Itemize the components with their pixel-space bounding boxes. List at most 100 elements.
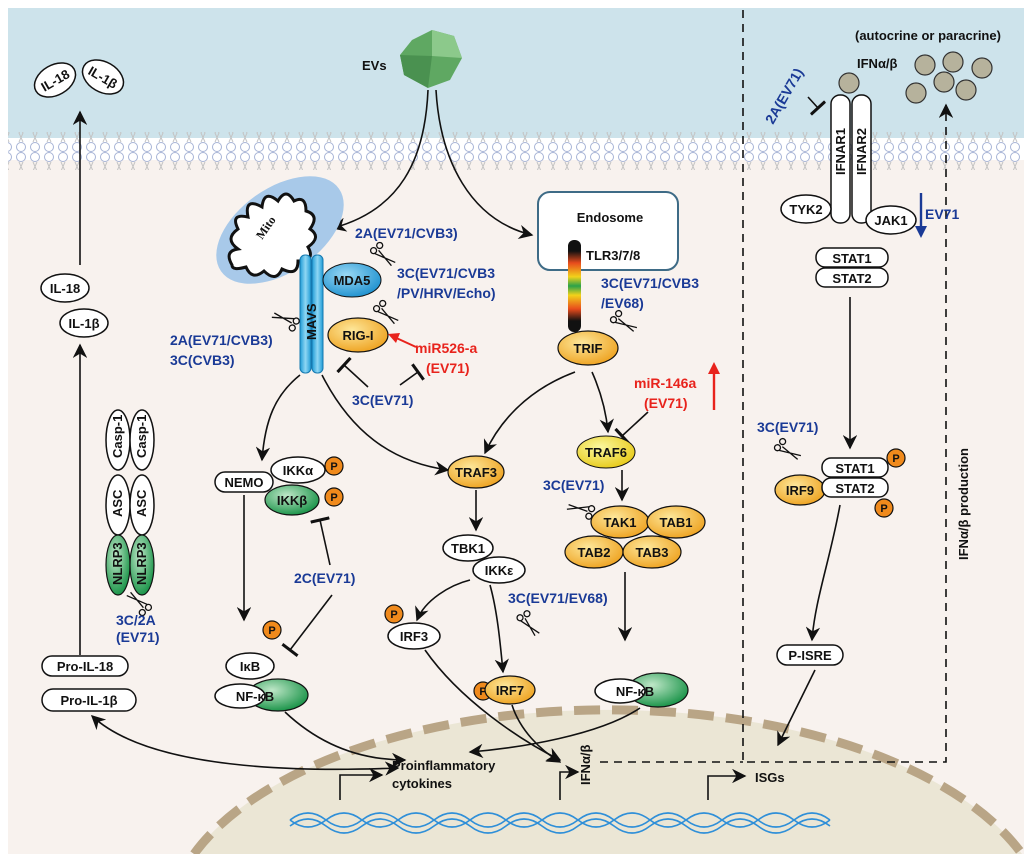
tak1-label: TAK1 xyxy=(604,515,637,530)
phospho-badge xyxy=(874,498,894,518)
ifn-molecules xyxy=(838,51,993,104)
endosome-label: Endosome xyxy=(577,210,643,225)
tab2-label: TAB2 xyxy=(578,545,611,560)
nemo-label: NEMO xyxy=(225,475,264,490)
ifnar-receptor: IFNAR1 IFNAR2 xyxy=(830,94,872,224)
nemo xyxy=(214,471,274,493)
isg-promoter-arrow xyxy=(707,768,747,800)
nfkb-left-label: NF-κB xyxy=(236,689,274,704)
trif-cleaver-label-1: 3C(EV71/CVB3 xyxy=(601,275,699,291)
ifn-promoter-arrow xyxy=(559,764,580,800)
3c-inhibits-rigi xyxy=(336,356,369,388)
ev71-downregulation-label: EV71 xyxy=(925,206,959,222)
cytokines-to-pro-il-arrow xyxy=(90,715,400,776)
ikk-alpha-label: IKKα xyxy=(283,463,313,478)
mir146a-virus-label: (EV71) xyxy=(644,395,688,411)
ifn-gene-label: IFNα/β xyxy=(578,744,593,785)
nlrp3-label: NLRP3 xyxy=(110,542,125,585)
pro-il18 xyxy=(41,655,129,677)
tlr-label: TLR3/7/8 xyxy=(586,248,640,263)
irf9-label: IRF9 xyxy=(786,483,814,498)
tbk1-to-irf3-arrow xyxy=(415,579,471,622)
nlrp3-cleaver-label-1: 3C/2A xyxy=(116,612,156,628)
cytokine-promoter-arrow xyxy=(339,767,384,800)
rig-i xyxy=(327,317,389,353)
tab1-label: TAB1 xyxy=(660,515,693,530)
irf3-label: IRF3 xyxy=(400,629,428,644)
scissors-icon xyxy=(126,241,802,636)
stat2-phosphorylated xyxy=(821,477,889,498)
asc-label: ASC xyxy=(134,489,149,517)
p-isre-label: P-ISRE xyxy=(788,648,832,663)
phospho-label: P xyxy=(880,503,887,515)
phospho-badge xyxy=(324,456,344,476)
traf6-label: TRAF6 xyxy=(585,445,627,460)
mir146a-label: miR-146a xyxy=(634,375,696,391)
stat2-label: STAT2 xyxy=(832,271,871,286)
irf7-label: IRF7 xyxy=(496,683,524,698)
nlrp3-inflammasome: Casp-1 Casp-1 ASC ASC NLRP3 NLRP3 xyxy=(105,409,155,596)
ikk-beta xyxy=(264,484,320,516)
phospho-label: P xyxy=(892,453,899,465)
traf3-label: TRAF3 xyxy=(455,465,497,480)
irf7-to-ifn-arrow xyxy=(511,704,562,763)
isre-to-isgs-arrow xyxy=(777,669,816,747)
mavs-to-nemo-arrow xyxy=(255,374,301,462)
tab1 xyxy=(646,505,706,539)
mitochondrion-cristae-icon xyxy=(227,192,317,278)
rigi-inhibitor-label: 3C(EV71) xyxy=(352,392,413,408)
phospho-label: P xyxy=(330,461,337,473)
traf6 xyxy=(576,435,636,469)
evs-label: EVs xyxy=(362,58,387,73)
trif xyxy=(557,330,619,366)
ikk-alpha xyxy=(270,456,326,484)
enterovirus-icon xyxy=(400,30,462,88)
tbk1-label: TBK1 xyxy=(451,541,485,556)
irf7-cleaver-label: 3C(EV71/EV68) xyxy=(508,590,608,606)
phospho-badge xyxy=(384,604,404,624)
il18-secreted xyxy=(33,62,77,98)
ev-to-endosome-arrow xyxy=(435,89,534,239)
ikk-beta-label: IKKβ xyxy=(277,493,307,508)
cytokines-label: cytokines xyxy=(392,776,452,791)
trif-label: TRIF xyxy=(574,341,603,356)
tab3 xyxy=(622,535,682,569)
ifn-production-label: IFNα/β production xyxy=(956,448,971,560)
tyk2 xyxy=(780,194,832,224)
phospho-label: P xyxy=(268,625,275,637)
mir526a-label: miR526-a xyxy=(415,340,477,356)
asc-label: ASC xyxy=(110,489,125,517)
mda5 xyxy=(322,262,382,298)
irf9-cleaver-label: 3C(EV71) xyxy=(757,419,818,435)
tbk1 xyxy=(442,534,494,562)
nlrp3-label: NLRP3 xyxy=(134,542,149,585)
casp1-label: Casp-1 xyxy=(110,415,125,458)
jak1-label: JAK1 xyxy=(874,213,907,228)
tlr-receptor xyxy=(568,240,581,332)
ifn-extracellular-label: IFNα/β xyxy=(857,56,898,71)
trif-cleaver-label-2: /EV68) xyxy=(601,295,644,311)
pro-il1b-label: Pro-IL-1β xyxy=(60,693,117,708)
pro-il18-label: Pro-IL-18 xyxy=(57,659,113,674)
autocrine-label: (autocrine or paracrine) xyxy=(855,28,1001,43)
trif-to-traf3-arrow xyxy=(483,371,576,455)
stat1-phosphorylated-label: STAT1 xyxy=(835,461,874,476)
stat1 xyxy=(815,247,889,268)
ikb xyxy=(225,652,275,680)
nfkb-right-subunit xyxy=(594,678,646,704)
rigi-cleaver-label-1: 3C(EV71/CVB3 xyxy=(397,265,495,281)
phospho-label: P xyxy=(330,492,337,504)
p-isre xyxy=(776,644,844,666)
nfkb-right-label: NF-κB xyxy=(616,684,654,699)
traf6-cleaver-label: 3C(EV71) xyxy=(543,477,604,493)
il1b-intracellular-label: IL-1β xyxy=(68,316,99,331)
mavs: MAVS xyxy=(299,254,324,374)
il1b-secreted xyxy=(81,59,125,95)
stat2 xyxy=(815,267,889,288)
stat1-phosphorylated xyxy=(821,457,889,478)
phospho-badge xyxy=(324,487,344,507)
traf3 xyxy=(447,455,505,489)
tab3-label: TAB3 xyxy=(636,545,669,560)
mavs-label: MAVS xyxy=(304,303,319,340)
